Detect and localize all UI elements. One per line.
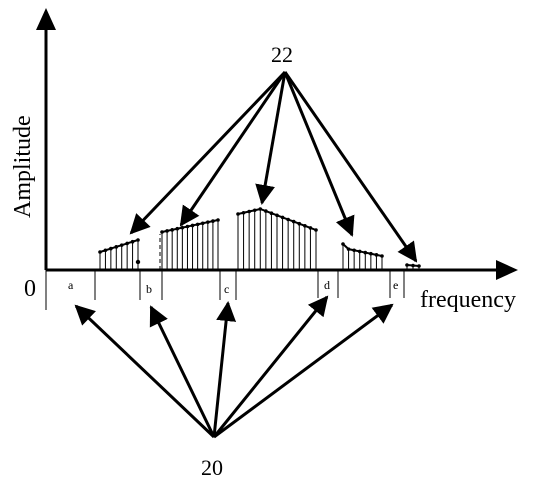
stem-dot [352, 248, 356, 253]
stem-dot [374, 253, 379, 257]
stem-dot [180, 225, 185, 230]
arrow-to-band-3 [212, 295, 329, 438]
y-axis-label: Amplitude [10, 115, 36, 218]
band-labels: a b c d e [68, 278, 398, 296]
stem-dot [175, 226, 180, 231]
stem-dot [280, 215, 285, 220]
stem-dot [160, 230, 164, 234]
stem-dot [185, 224, 190, 229]
stem-dot [190, 223, 195, 228]
stem-group-2 [236, 207, 318, 270]
stem-dot [170, 228, 174, 232]
stem-dot [98, 250, 102, 254]
arrows-to-bands [74, 295, 394, 439]
stem-dot [130, 239, 135, 244]
arrow-to-band-0 [74, 304, 216, 439]
arrow-to-group-1 [179, 71, 287, 227]
stem-dot [136, 238, 140, 242]
stem-dot [291, 219, 296, 224]
stem-dot [363, 250, 368, 255]
stem-dot [341, 242, 345, 246]
stem-dot [303, 224, 307, 228]
stem-dot [405, 263, 409, 267]
stem-dot [411, 263, 415, 268]
stem-dot [247, 209, 251, 214]
band-label-b: b [146, 282, 152, 296]
stem-dot [211, 219, 215, 223]
stem-dot [119, 243, 124, 247]
stem-dot [103, 248, 108, 253]
stem-dot [236, 212, 240, 216]
stem-dot [109, 246, 113, 251]
stem-dot [297, 221, 302, 226]
arrow-to-band-2 [212, 301, 237, 438]
arrows-to-spectrum [129, 70, 418, 263]
stem-dot [135, 259, 141, 265]
stem-group-1 [160, 218, 220, 270]
y-axis-arrowhead [36, 8, 56, 30]
arrow-to-band-1 [149, 305, 216, 438]
stem-dot [314, 228, 318, 232]
stem-dot [369, 251, 373, 256]
stem-dot [275, 213, 279, 218]
envelope-line [161, 219, 219, 233]
stem-dot [308, 226, 313, 230]
origin-label: 0 [24, 276, 36, 302]
stem-dot [165, 229, 169, 233]
stem-dot [216, 218, 220, 222]
stem-dot [125, 241, 129, 246]
arrow-to-band-4 [213, 303, 394, 439]
stem-dot [241, 210, 246, 215]
stem-dot [264, 209, 268, 213]
arrow-to-group-0 [129, 70, 287, 235]
stem-group-3 [341, 242, 384, 270]
stem-dot [258, 207, 263, 211]
stem-dot [286, 217, 290, 222]
stem-dot [346, 247, 351, 251]
band-separators [45, 270, 405, 310]
stem-dot [200, 221, 205, 226]
arrow-to-group-2 [255, 71, 287, 205]
stem-dot [206, 220, 210, 224]
stem-dot [380, 254, 384, 258]
spectrum-stems [98, 207, 421, 270]
stem-group-0 [98, 238, 140, 270]
x-axis-arrowhead [496, 260, 518, 280]
band-label-e: e [393, 278, 398, 292]
callout-label-20: 20 [201, 455, 223, 480]
stem-dot [417, 264, 421, 268]
stem-dot [195, 222, 200, 227]
stem-dot [252, 208, 257, 213]
stem-dot [269, 211, 274, 215]
arrow-to-group-3 [283, 71, 355, 237]
stem-dot [357, 249, 362, 254]
band-label-c: c [224, 282, 229, 296]
stem-group-4 [405, 263, 421, 270]
arrow-to-group-4 [283, 71, 418, 263]
stem-dot [114, 245, 119, 249]
band-label-d: d [324, 278, 330, 292]
band-label-a: a [68, 278, 74, 292]
x-axis-label: frequency [420, 287, 516, 313]
callout-label-22: 22 [271, 42, 293, 67]
